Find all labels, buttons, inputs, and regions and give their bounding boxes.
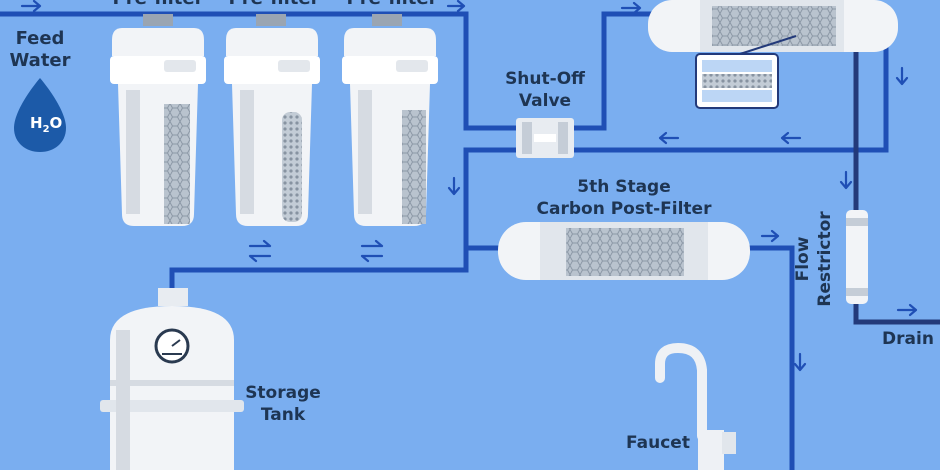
prefilter-2-label: Pre-filter <box>214 0 334 10</box>
arrow-right-icon <box>20 0 42 13</box>
arrow-left-icon <box>780 131 802 145</box>
prefilter-2 <box>224 14 320 226</box>
prefilter-1 <box>110 14 206 226</box>
flow-arrows <box>20 0 918 372</box>
feed-water-label-line1: Feed <box>15 28 65 49</box>
membrane-return-pipe <box>567 47 889 153</box>
post-filter-label-line2: Carbon Post-Filter <box>536 199 712 219</box>
valve-to-membrane-pipe <box>567 11 653 131</box>
ro-membrane <box>648 0 898 109</box>
feed-water-label: Feed Water <box>0 28 80 72</box>
prefilter-3-label: Pre-filter <box>332 0 452 10</box>
arrow-right-icon <box>620 1 642 15</box>
post-filter-label-line1: 5th Stage <box>577 177 671 197</box>
arrow-right-icon <box>896 303 918 317</box>
water-drop-icon <box>14 78 66 152</box>
shutoff-label-line1: Shut-Off <box>505 69 585 89</box>
h2o-label: H2O <box>30 114 63 135</box>
arrow-down-icon <box>447 176 461 196</box>
arrow-right-icon <box>446 0 466 13</box>
drain-pipe-lower <box>853 299 940 325</box>
shutoff-valve <box>516 118 574 158</box>
feed-water-label-line2: Water <box>9 50 71 71</box>
storage-tank-label: Storage Tank <box>238 382 328 426</box>
arrow-left-icon <box>658 131 680 145</box>
prefilter-3 <box>342 14 438 226</box>
pipes <box>0 11 940 470</box>
arrow-right-icon <box>760 229 780 243</box>
flow-restrictor-label: Flow Restrictor <box>792 204 836 314</box>
flow-label-line2: Restrictor <box>815 211 835 307</box>
feed-pipe <box>0 11 523 131</box>
faucet-label: Faucet <box>626 433 690 453</box>
arrow-down-icon <box>793 352 807 372</box>
flow-restrictor <box>846 210 868 304</box>
storage-tank <box>100 288 244 470</box>
flow-label-line1: Flow <box>793 236 813 282</box>
drain-label: Drain <box>882 329 934 349</box>
prefilter-1-label: Pre-filter <box>98 0 218 10</box>
tank-label-line2: Tank <box>260 405 306 425</box>
bidirectional-arrow-icon <box>248 239 272 263</box>
shutoff-label-line2: Valve <box>518 91 572 111</box>
faucet <box>655 342 736 470</box>
post-filter <box>498 222 750 280</box>
pressure-gauge-icon <box>154 328 190 364</box>
arrow-down-icon <box>895 66 909 86</box>
shutoff-valve-label: Shut-Off Valve <box>490 68 600 112</box>
faucet-supply-pipe <box>745 245 795 470</box>
bidirectional-arrow-icon <box>360 239 384 263</box>
post-filter-label: 5th Stage Carbon Post-Filter <box>512 176 736 220</box>
tank-supply-pipe <box>169 147 523 295</box>
tank-label-line1: Storage <box>245 383 321 403</box>
arrow-down-icon <box>839 170 853 190</box>
